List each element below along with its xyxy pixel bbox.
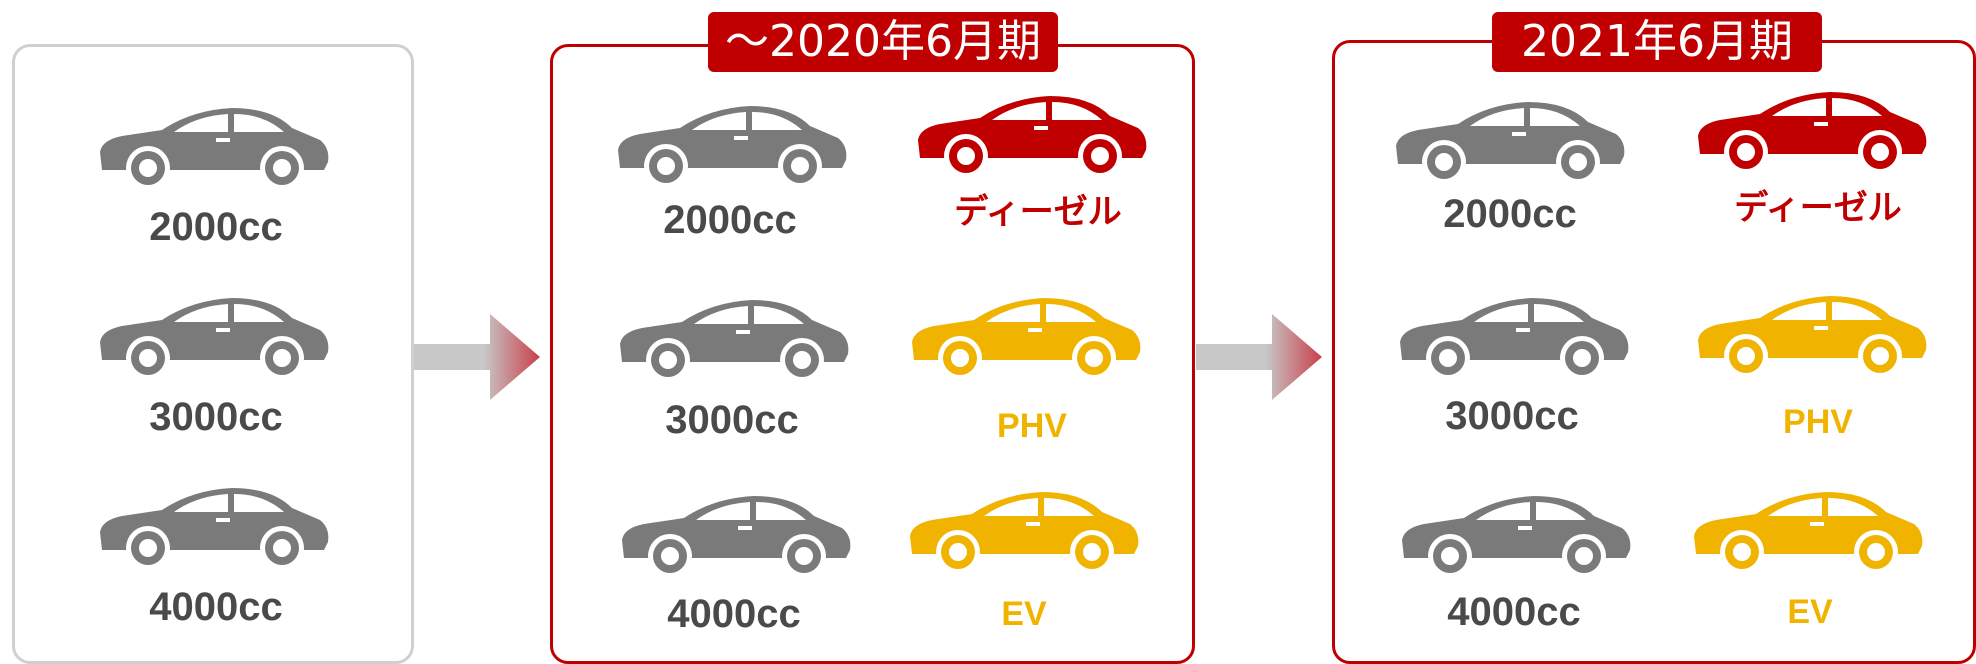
car-label: EV [1001,595,1047,633]
car-gray-icon [1394,488,1634,574]
car-label: 4000cc [149,585,283,629]
period-label: ～2020年6月期 [708,12,1058,72]
car-diesel-icon [1690,84,1930,170]
car-gray-icon [92,480,332,566]
car-label: 3000cc [1445,394,1579,438]
car-label: 4000cc [667,592,801,636]
car-label: 2000cc [149,205,283,249]
car-phv-icon [1690,288,1930,374]
car-label: 3000cc [665,398,799,442]
car-label: ディーゼル [1734,188,1902,228]
car-phv-icon [904,290,1144,376]
car-label: 3000cc [149,395,283,439]
car-label: 2000cc [663,198,797,242]
car-gray-icon [610,98,850,184]
car-ev-icon [1686,484,1926,570]
car-ev-icon [902,484,1142,570]
car-label: 4000cc [1447,590,1581,634]
car-label: PHV [997,407,1067,445]
car-gray-icon [92,290,332,376]
car-label: ディーゼル [954,192,1122,232]
car-label: PHV [1783,403,1853,441]
car-gray-icon [614,488,854,574]
arrow-right-icon [414,314,540,400]
panel-baseline [12,44,414,664]
car-gray-icon [612,292,852,378]
car-gray-icon [1388,94,1628,180]
car-label: 2000cc [1443,192,1577,236]
period-label: 2021年6月期 [1492,12,1822,72]
car-gray-icon [92,100,332,186]
car-label: EV [1787,593,1833,631]
car-gray-icon [1392,290,1632,376]
arrow-right-icon [1196,314,1322,400]
car-diesel-icon [910,88,1150,174]
